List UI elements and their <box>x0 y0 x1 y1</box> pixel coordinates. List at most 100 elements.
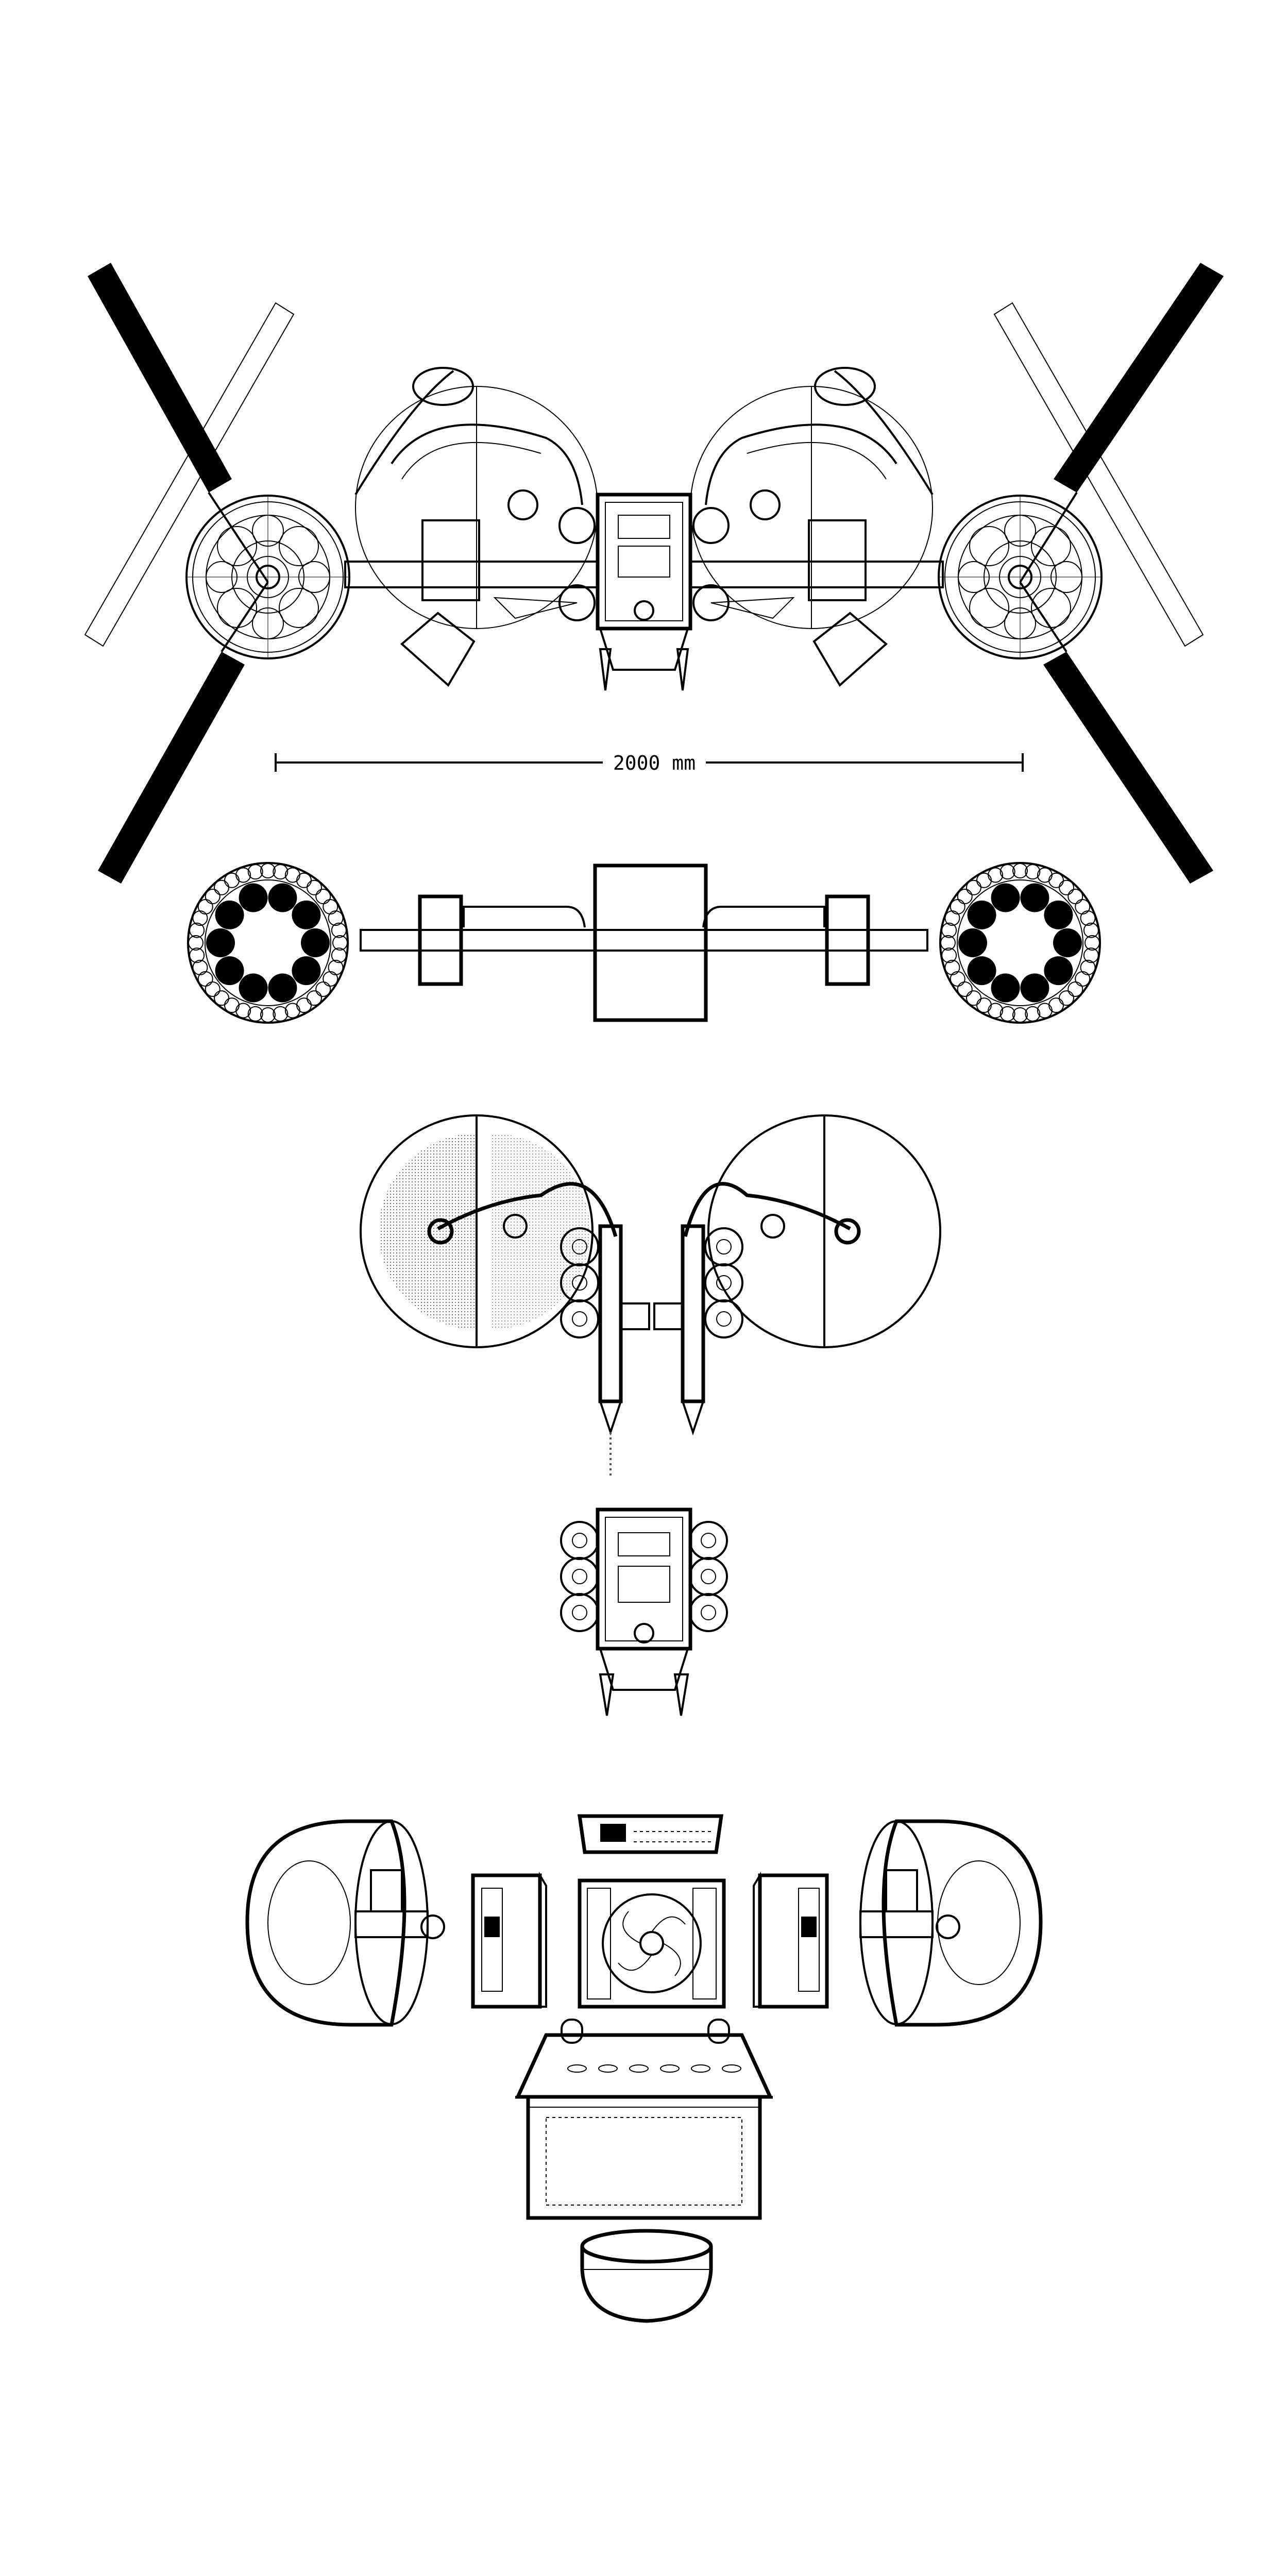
large-cell <box>292 900 321 929</box>
small-cell <box>957 889 973 905</box>
arm-right <box>689 367 944 687</box>
small-cell <box>296 997 312 1013</box>
small-cell <box>332 935 348 951</box>
small-cell <box>331 947 347 963</box>
battery-cells-left <box>188 863 348 1023</box>
small-cell <box>1080 959 1096 975</box>
esc-module-left <box>471 1871 547 2009</box>
battery-layout-view <box>187 862 1101 1024</box>
large-cell <box>991 883 1020 912</box>
large-cell <box>268 883 297 912</box>
small-cell <box>1075 971 1091 987</box>
small-cell <box>1075 899 1091 914</box>
large-cell <box>268 973 297 1003</box>
small-cell <box>260 863 276 878</box>
small-cell <box>315 889 331 905</box>
esc-module-right <box>753 1871 829 2009</box>
small-cell <box>328 959 344 975</box>
large-cell <box>239 973 268 1003</box>
large-cell <box>301 928 330 957</box>
small-cell <box>1012 1007 1028 1023</box>
small-cell <box>950 899 965 914</box>
small-cell <box>224 872 240 888</box>
small-cell <box>192 910 208 926</box>
large-cell <box>206 928 235 957</box>
small-cell <box>197 971 213 987</box>
small-cell <box>1048 997 1064 1013</box>
small-cell <box>999 1006 1015 1022</box>
ghost-propeller-right <box>993 302 1204 647</box>
small-cell <box>189 922 205 938</box>
large-cell <box>292 956 321 986</box>
small-cell <box>944 959 960 975</box>
large-cell <box>1053 928 1082 957</box>
small-cell <box>1083 947 1099 963</box>
rotor-hub-icon <box>938 495 1103 659</box>
small-cell <box>273 864 289 880</box>
small-cell <box>1025 1006 1041 1022</box>
reference-circles <box>355 386 933 629</box>
small-cell <box>966 990 982 1006</box>
controller-board <box>577 1814 724 1854</box>
battery-pack <box>593 863 708 1022</box>
small-cell <box>323 899 338 914</box>
sensor-dome <box>580 2229 713 2323</box>
small-cell <box>999 864 1015 880</box>
battery-icon <box>515 2019 773 2220</box>
motor-drum-left <box>245 1819 445 2027</box>
small-cell <box>260 1007 276 1023</box>
small-cell <box>1058 990 1074 1006</box>
motor-drum-right <box>859 1819 1043 2027</box>
large-cell <box>215 900 244 929</box>
small-cell <box>328 910 344 926</box>
small-cell <box>192 959 208 975</box>
small-cell <box>189 947 205 963</box>
large-cell <box>1044 956 1073 986</box>
dimension-label: 2000 mm <box>613 752 696 774</box>
small-cell <box>988 867 1004 883</box>
small-cell <box>1012 863 1028 878</box>
small-cell <box>1058 879 1074 895</box>
small-cell <box>188 935 204 951</box>
small-cell <box>306 879 322 895</box>
small-cell <box>1083 922 1099 938</box>
large-cell <box>215 956 244 986</box>
small-cell <box>247 1006 263 1022</box>
small-cell <box>214 879 230 895</box>
small-cell <box>214 990 230 1006</box>
small-cell <box>1048 872 1064 888</box>
exploded-components-view <box>245 1814 1043 2323</box>
small-cell <box>988 1003 1004 1019</box>
large-cell <box>967 900 996 929</box>
small-cell <box>940 935 956 951</box>
small-cell <box>1084 935 1100 951</box>
small-cell <box>315 981 331 997</box>
center-module <box>558 493 730 691</box>
core-module-view <box>560 1507 728 1716</box>
small-cell <box>205 889 221 905</box>
small-cell <box>205 981 221 997</box>
propeller-blade-icon <box>88 263 1224 884</box>
small-cell <box>941 947 957 963</box>
dimension-line: 2000 mm <box>275 752 1024 774</box>
small-cell <box>976 872 992 888</box>
small-cell <box>235 867 251 883</box>
large-cell <box>967 956 996 986</box>
small-cell <box>323 971 338 987</box>
small-cell <box>944 910 960 926</box>
small-cell <box>1037 1003 1053 1019</box>
cooling-fan-icon <box>578 1878 726 2009</box>
small-cell <box>331 922 347 938</box>
large-cell <box>239 883 268 912</box>
arm-left <box>344 367 599 687</box>
small-cell <box>306 990 322 1006</box>
small-cell <box>273 1006 289 1022</box>
small-cell <box>224 997 240 1013</box>
large-cell <box>1020 883 1049 912</box>
large-cell <box>991 973 1020 1003</box>
small-cell <box>1080 910 1096 926</box>
large-cell <box>958 928 987 957</box>
top-view <box>84 263 1224 884</box>
large-cell <box>1044 900 1073 929</box>
